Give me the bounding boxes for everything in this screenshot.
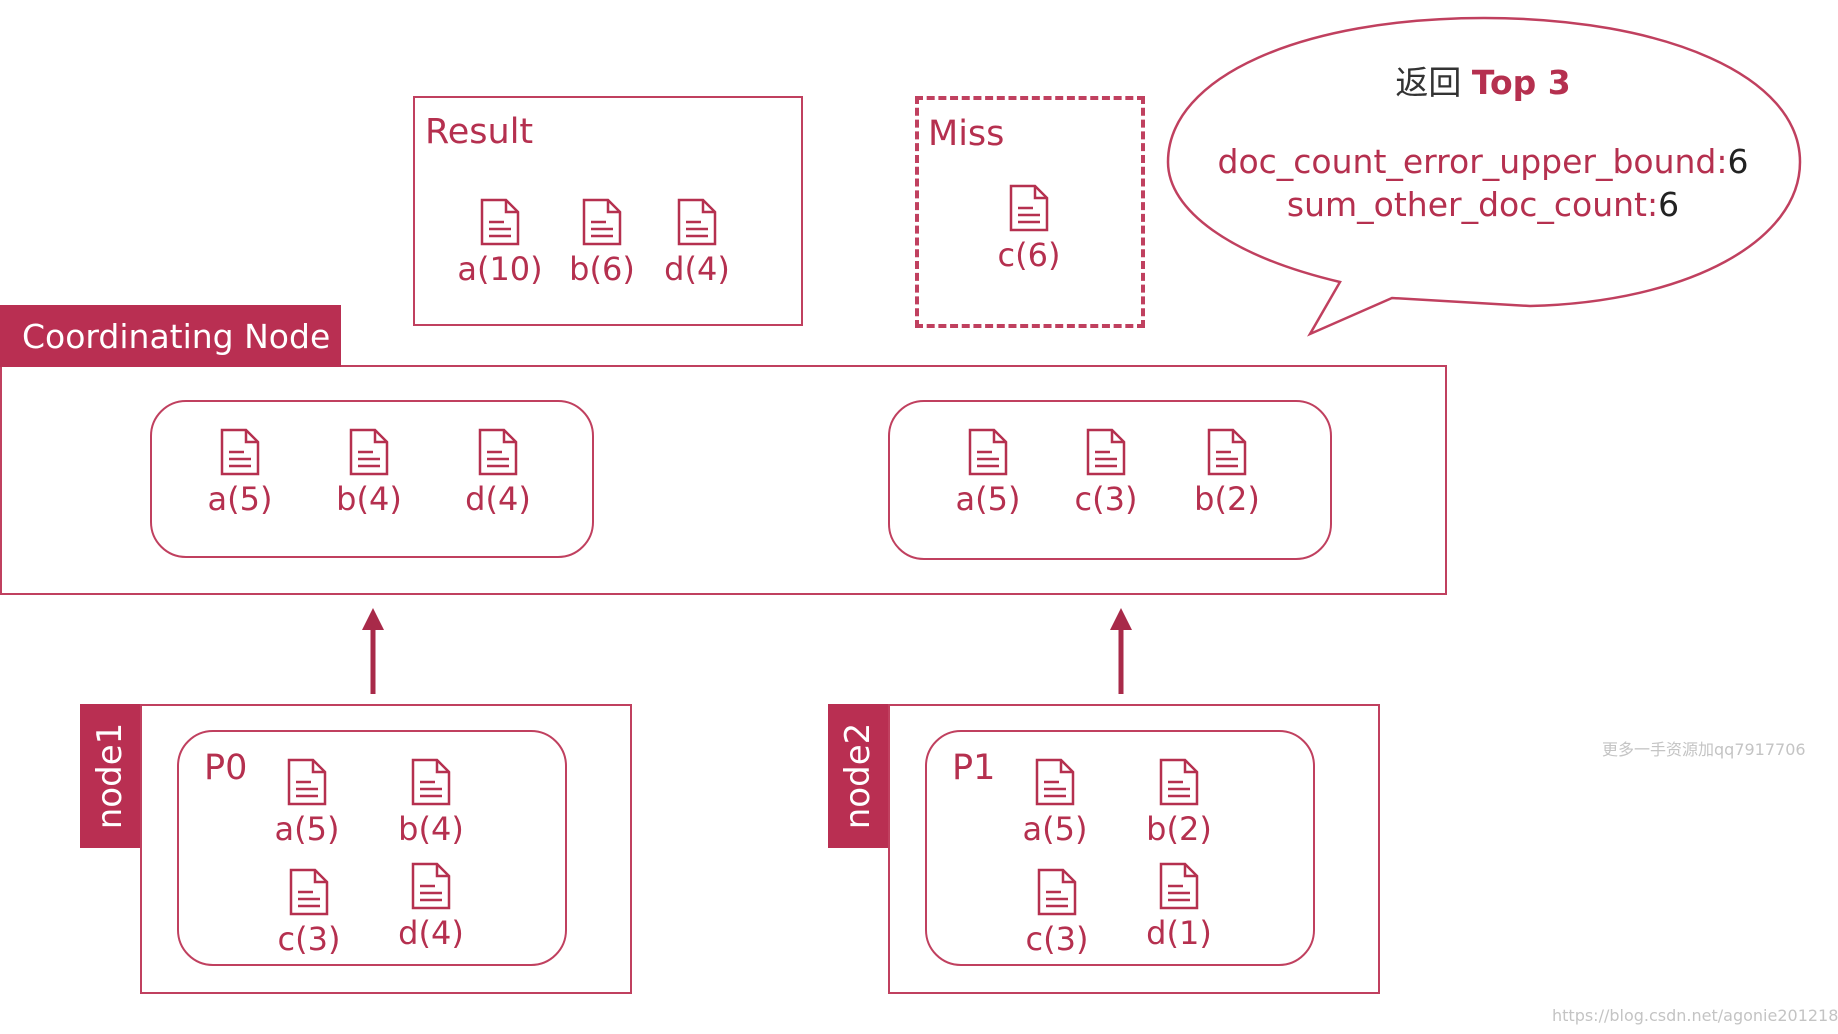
document-icon [677, 198, 717, 246]
coordinating-left-group [150, 400, 594, 558]
document-icon [220, 428, 260, 476]
document-icon [582, 198, 622, 246]
bubble-line-1: doc_count_error_upper_bound:6 [1163, 142, 1803, 181]
side-watermark: 更多一手资源加qq7917706 [1602, 740, 1806, 759]
coordinating-node-title: Coordinating Node [22, 317, 331, 356]
doc-label: d(1) [1146, 914, 1212, 952]
doc-label: d(4) [664, 250, 730, 288]
bubble-title-highlight: Top 3 [1471, 63, 1571, 102]
doc-label: b(2) [1194, 480, 1260, 518]
doc-label: b(4) [398, 810, 464, 848]
bubble-title: 返回 Top 3 [1163, 56, 1803, 104]
document-icon [1159, 758, 1199, 806]
document-icon [289, 868, 329, 916]
document-icon [478, 428, 518, 476]
document-icon [411, 862, 451, 910]
node2-label-bar: node2 [828, 704, 888, 848]
shard-p1-title: P1 [952, 748, 996, 788]
shard-p0-title: P0 [204, 748, 248, 788]
document-icon [1009, 184, 1049, 232]
bubble-line-1-value: 6 [1727, 142, 1749, 181]
document-icon [968, 428, 1008, 476]
doc-label: b(4) [336, 480, 402, 518]
document-icon [1207, 428, 1247, 476]
arrow-up-icon [362, 608, 384, 694]
doc-label: c(3) [1025, 920, 1089, 958]
document-icon [287, 758, 327, 806]
doc-label: c(3) [277, 920, 341, 958]
doc-label: a(5) [955, 480, 1021, 518]
document-icon [1159, 862, 1199, 910]
shard-p1-group [925, 730, 1315, 966]
document-icon [349, 428, 389, 476]
document-icon [1035, 758, 1075, 806]
doc-label: b(2) [1146, 810, 1212, 848]
doc-label: d(4) [465, 480, 531, 518]
doc-label: a(5) [1022, 810, 1088, 848]
arrow-up-icon [1110, 608, 1132, 694]
document-icon [480, 198, 520, 246]
doc-label: a(10) [457, 250, 543, 288]
bottom-watermark: https://blog.csdn.net/agonie201218 [1552, 1006, 1838, 1025]
doc-label: c(6) [997, 236, 1061, 274]
shard-p0-group [177, 730, 567, 966]
speech-bubble [1166, 16, 1802, 337]
bubble-line-2-label: sum_other_doc_count: [1286, 185, 1659, 224]
doc-label: b(6) [569, 250, 635, 288]
coordinating-right-group [888, 400, 1332, 560]
doc-label: d(4) [398, 914, 464, 952]
doc-label: c(3) [1074, 480, 1138, 518]
node2-label: node2 [838, 722, 878, 830]
document-icon [1037, 868, 1077, 916]
doc-label: a(5) [207, 480, 273, 518]
miss-title: Miss [928, 114, 1005, 154]
node1-label-bar: node1 [80, 704, 140, 848]
bubble-line-2-value: 6 [1658, 185, 1680, 224]
node1-label: node1 [90, 722, 130, 830]
bubble-line-1-label: doc_count_error_upper_bound: [1217, 142, 1728, 181]
doc-label: a(5) [274, 810, 340, 848]
document-icon [1086, 428, 1126, 476]
coordinating-node-tab: Coordinating Node [0, 305, 341, 367]
document-icon [411, 758, 451, 806]
bubble-line-2: sum_other_doc_count:6 [1163, 185, 1803, 224]
result-title: Result [425, 112, 534, 152]
bubble-title-prefix: 返回 [1395, 63, 1462, 102]
